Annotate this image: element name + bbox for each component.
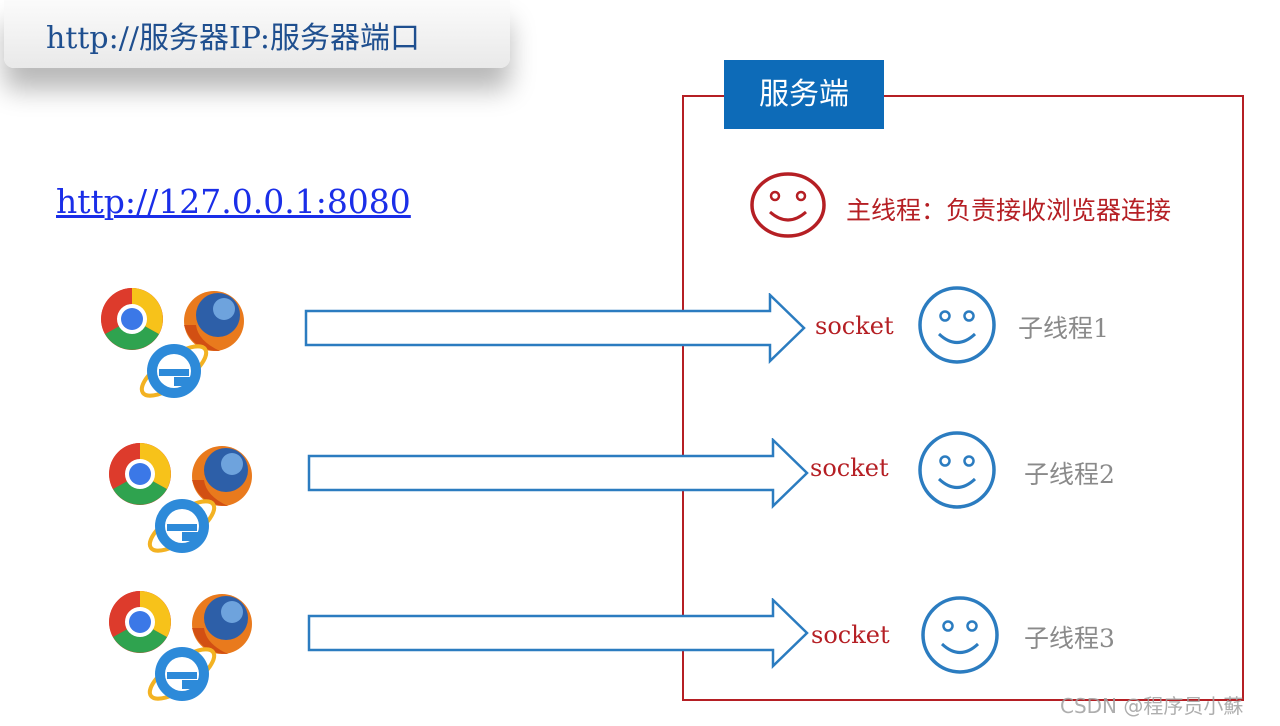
child-thread-label: 子线程3 [1024,624,1115,653]
child-thread-smiley-icon [921,596,999,674]
title-text: http://服务器IP:服务器端口 [46,21,421,56]
connection-arrow [307,438,809,508]
child-thread-label: 子线程2 [1024,460,1115,489]
main-thread-label: 主线程：负责接收浏览器连接 [846,196,1172,225]
watermark: CSDN @程序员小蘇 [1060,694,1244,718]
server-box [682,95,1244,701]
title-banner: http://服务器IP:服务器端口 [4,0,510,68]
server-label: 服务端 [759,77,849,112]
child-thread-smiley-icon [918,431,996,509]
socket-label: socket [815,312,894,340]
browser-group-icon [108,442,254,557]
socket-label: socket [810,454,889,482]
child-thread-smiley-icon [918,286,996,364]
connection-arrow [307,598,809,668]
child-thread-label: 子线程1 [1018,314,1109,343]
socket-label: socket [811,621,890,649]
server-tab: 服务端 [724,60,884,129]
url-link[interactable]: http://127.0.0.1:8080 [56,182,411,221]
connection-arrow [304,293,806,363]
browser-group-icon [108,590,254,705]
main-thread-smiley-icon [750,172,826,238]
browser-group-icon [100,287,246,402]
